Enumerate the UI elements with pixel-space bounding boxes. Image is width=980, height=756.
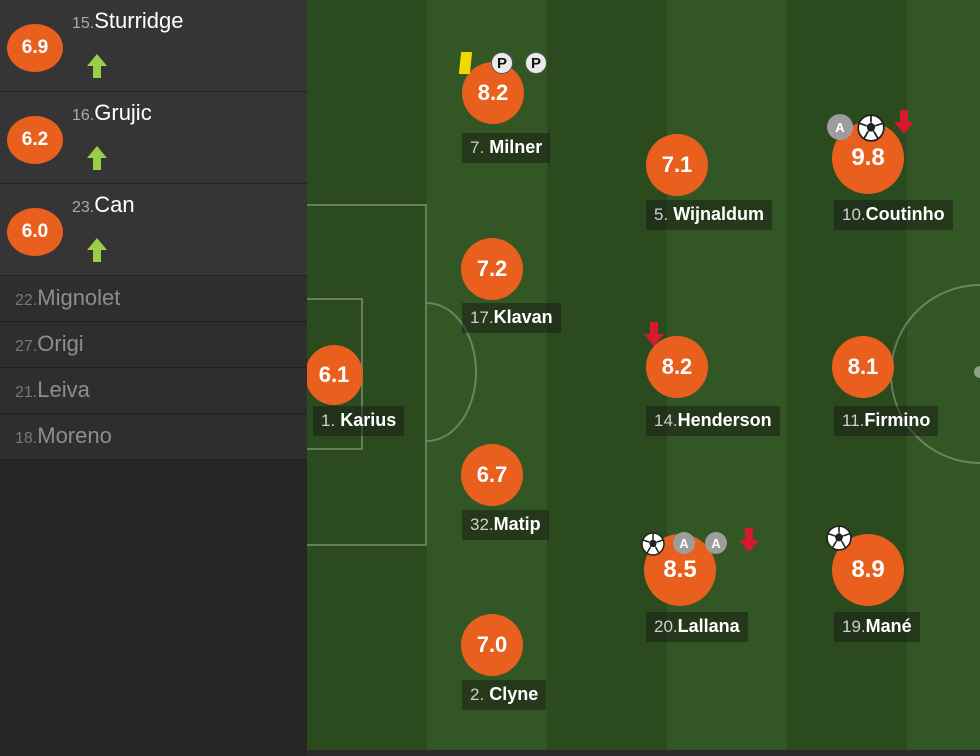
player-name: Firmino bbox=[864, 410, 931, 430]
arrow-down-icon bbox=[644, 322, 664, 346]
shirt-number: 5. bbox=[654, 205, 669, 224]
player-label: 20.Lallana bbox=[646, 612, 748, 642]
player-name: Matip bbox=[493, 514, 541, 534]
bench-player-row[interactable]: 21.Leiva bbox=[0, 368, 307, 414]
player-name: Coutinho bbox=[865, 204, 945, 224]
bench-player-row[interactable]: 18.Moreno bbox=[0, 414, 307, 460]
player-rating: 8.2 bbox=[646, 336, 708, 398]
shirt-number: 20. bbox=[654, 617, 678, 636]
assist-icon: A bbox=[673, 532, 695, 554]
player-name: Moreno bbox=[37, 423, 112, 448]
arrow-up-icon bbox=[87, 146, 107, 170]
shirt-number: 1. bbox=[321, 411, 336, 430]
player-label: 5. Wijnaldum bbox=[646, 200, 773, 230]
soccer-ball-icon bbox=[826, 525, 852, 551]
player-label: 17.Klavan bbox=[462, 303, 561, 333]
shirt-number: 16. bbox=[72, 107, 95, 124]
assist-icon: A bbox=[705, 532, 727, 554]
player-name-line: 16.Grujic bbox=[72, 100, 152, 126]
sub-player-row[interactable]: 6.0 23.Can bbox=[0, 184, 307, 276]
player-name: Leiva bbox=[37, 377, 90, 402]
shirt-number: 27. bbox=[15, 338, 38, 355]
center-spot bbox=[974, 366, 980, 378]
arrow-up-icon bbox=[87, 238, 107, 262]
soccer-ball-icon bbox=[641, 532, 665, 556]
shirt-number: 7. bbox=[470, 138, 485, 157]
shirt-number: 10. bbox=[842, 205, 866, 224]
player-name: Grujic bbox=[94, 100, 152, 125]
shirt-number: 22. bbox=[15, 292, 38, 309]
shirt-number: 14. bbox=[654, 411, 678, 430]
player-name: Lallana bbox=[677, 616, 740, 636]
shirt-number: 23. bbox=[72, 199, 95, 216]
player-name: Clyne bbox=[489, 684, 539, 704]
arrow-up-icon bbox=[87, 54, 107, 78]
player-rating: 6.9 bbox=[7, 24, 63, 72]
arrow-down-icon bbox=[739, 528, 759, 552]
player-rating: 8.2 bbox=[462, 62, 524, 124]
shirt-number: 18. bbox=[15, 430, 38, 447]
shirt-number: 2. bbox=[470, 685, 485, 704]
sub-player-row[interactable]: 6.2 16.Grujic bbox=[0, 92, 307, 184]
player-label: 2. Clyne bbox=[462, 680, 547, 710]
soccer-ball-icon bbox=[857, 114, 885, 142]
penalty-area bbox=[307, 204, 427, 546]
center-circle bbox=[890, 284, 980, 464]
player-name-line: 23.Can bbox=[72, 192, 135, 218]
player-name: Wijnaldum bbox=[673, 204, 765, 224]
player-rating: 6.7 bbox=[461, 444, 523, 506]
shirt-number: 15. bbox=[72, 15, 95, 32]
pitch: 6.1 1. Karius 8.2 P P 7. Milner 7.2 17.K… bbox=[307, 0, 980, 750]
arrow-down-icon bbox=[894, 110, 914, 134]
player-label: 19.Mané bbox=[834, 612, 920, 642]
player-name: Sturridge bbox=[94, 8, 184, 33]
player-name-line: 15.Sturridge bbox=[72, 8, 184, 34]
player-name: Klavan bbox=[493, 307, 553, 327]
player-name: Can bbox=[94, 192, 135, 217]
shirt-number: 17. bbox=[470, 308, 494, 327]
player-label: 14.Henderson bbox=[646, 406, 780, 436]
player-name: Origi bbox=[37, 331, 84, 356]
player-label: 11.Firmino bbox=[834, 406, 939, 436]
assist-icon: A bbox=[827, 114, 853, 140]
player-rating: 6.2 bbox=[7, 116, 63, 164]
player-label: 32.Matip bbox=[462, 510, 549, 540]
shirt-number: 11. bbox=[842, 411, 865, 430]
shirt-number: 32. bbox=[470, 515, 494, 534]
player-rating: 8.1 bbox=[832, 336, 894, 398]
penalty-icon: P bbox=[491, 52, 513, 74]
player-rating: 6.0 bbox=[7, 208, 63, 256]
player-rating: 7.0 bbox=[461, 614, 523, 676]
player-name: Karius bbox=[340, 410, 397, 430]
player-label: 7. Milner bbox=[462, 133, 551, 163]
player-name: Milner bbox=[489, 137, 543, 157]
sub-player-row[interactable]: 6.9 15.Sturridge bbox=[0, 0, 307, 92]
pitch-bottom-bar bbox=[307, 750, 980, 756]
substitutes-sidebar: 6.9 15.Sturridge 6.2 16.Grujic 6.0 23.Ca… bbox=[0, 0, 307, 756]
player-name: Henderson bbox=[677, 410, 772, 430]
player-rating: 7.1 bbox=[646, 134, 708, 196]
bench-player-row[interactable]: 27.Origi bbox=[0, 322, 307, 368]
penalty-icon: P bbox=[525, 52, 547, 74]
player-name: Mané bbox=[865, 616, 912, 636]
player-name: Mignolet bbox=[37, 285, 121, 310]
shirt-number: 21. bbox=[15, 384, 38, 401]
bench-player-row[interactable]: 22.Mignolet bbox=[0, 276, 307, 322]
yellow-card-icon bbox=[458, 52, 473, 74]
player-rating: 6.1 bbox=[307, 345, 363, 405]
player-label: 1. Karius bbox=[313, 406, 405, 436]
player-label: 10.Coutinho bbox=[834, 200, 953, 230]
shirt-number: 19. bbox=[842, 617, 866, 636]
player-rating: 7.2 bbox=[461, 238, 523, 300]
